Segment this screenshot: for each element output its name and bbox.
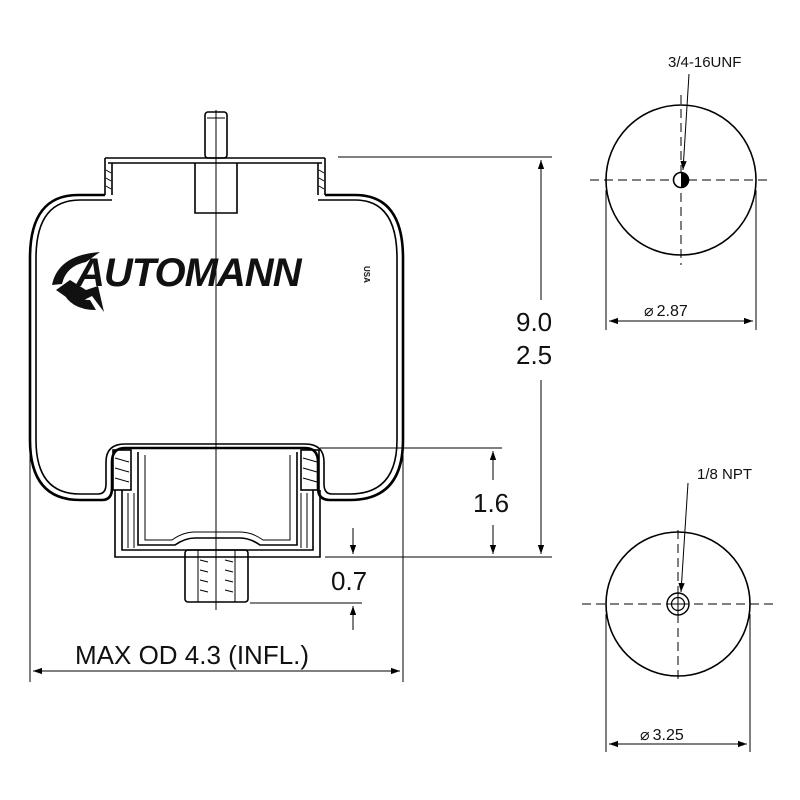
- port-callout: 1/8 NPT: [697, 466, 752, 483]
- diameter-symbol-icon: ⌀: [640, 727, 650, 744]
- bottom-view: 1/8 NPT ⌀3.25: [582, 466, 775, 752]
- diameter-symbol-icon: ⌀: [644, 303, 654, 320]
- max-od-label: MAX OD 4.3 (INFL.): [75, 640, 309, 670]
- side-view: AUTOMANN USA: [28, 110, 405, 610]
- piston: [114, 452, 321, 558]
- height-max-label: 9.0: [516, 307, 552, 337]
- thread-callout: 3/4-16UNF: [668, 54, 741, 71]
- bellows-inner: [35, 199, 398, 495]
- brand-wordmark: AUTOMANN: [75, 251, 303, 295]
- side-view-dimensions: 9.0 2.5 1.6 0.7 MAX OD 4.3 (INFL.): [29, 156, 552, 682]
- brand-suffix: USA: [362, 266, 371, 283]
- npt-port-symbol-icon: [666, 592, 690, 616]
- top-bead-plate: [104, 157, 326, 195]
- piston-height-label: 1.6: [473, 488, 509, 518]
- brand-logo: AUTOMANN USA: [52, 251, 371, 312]
- top-diameter-label: ⌀2.87: [644, 303, 688, 320]
- bottom-diameter-label: ⌀3.25: [640, 727, 684, 744]
- top-view: 3/4-16UNF ⌀2.87: [590, 54, 772, 330]
- thread-stud-symbol-icon: [672, 171, 690, 189]
- logo-emblem-icon: [52, 252, 104, 312]
- stud-length-label: 0.7: [331, 566, 367, 596]
- height-min-label: 2.5: [516, 340, 552, 370]
- bellows-outer: [28, 193, 405, 502]
